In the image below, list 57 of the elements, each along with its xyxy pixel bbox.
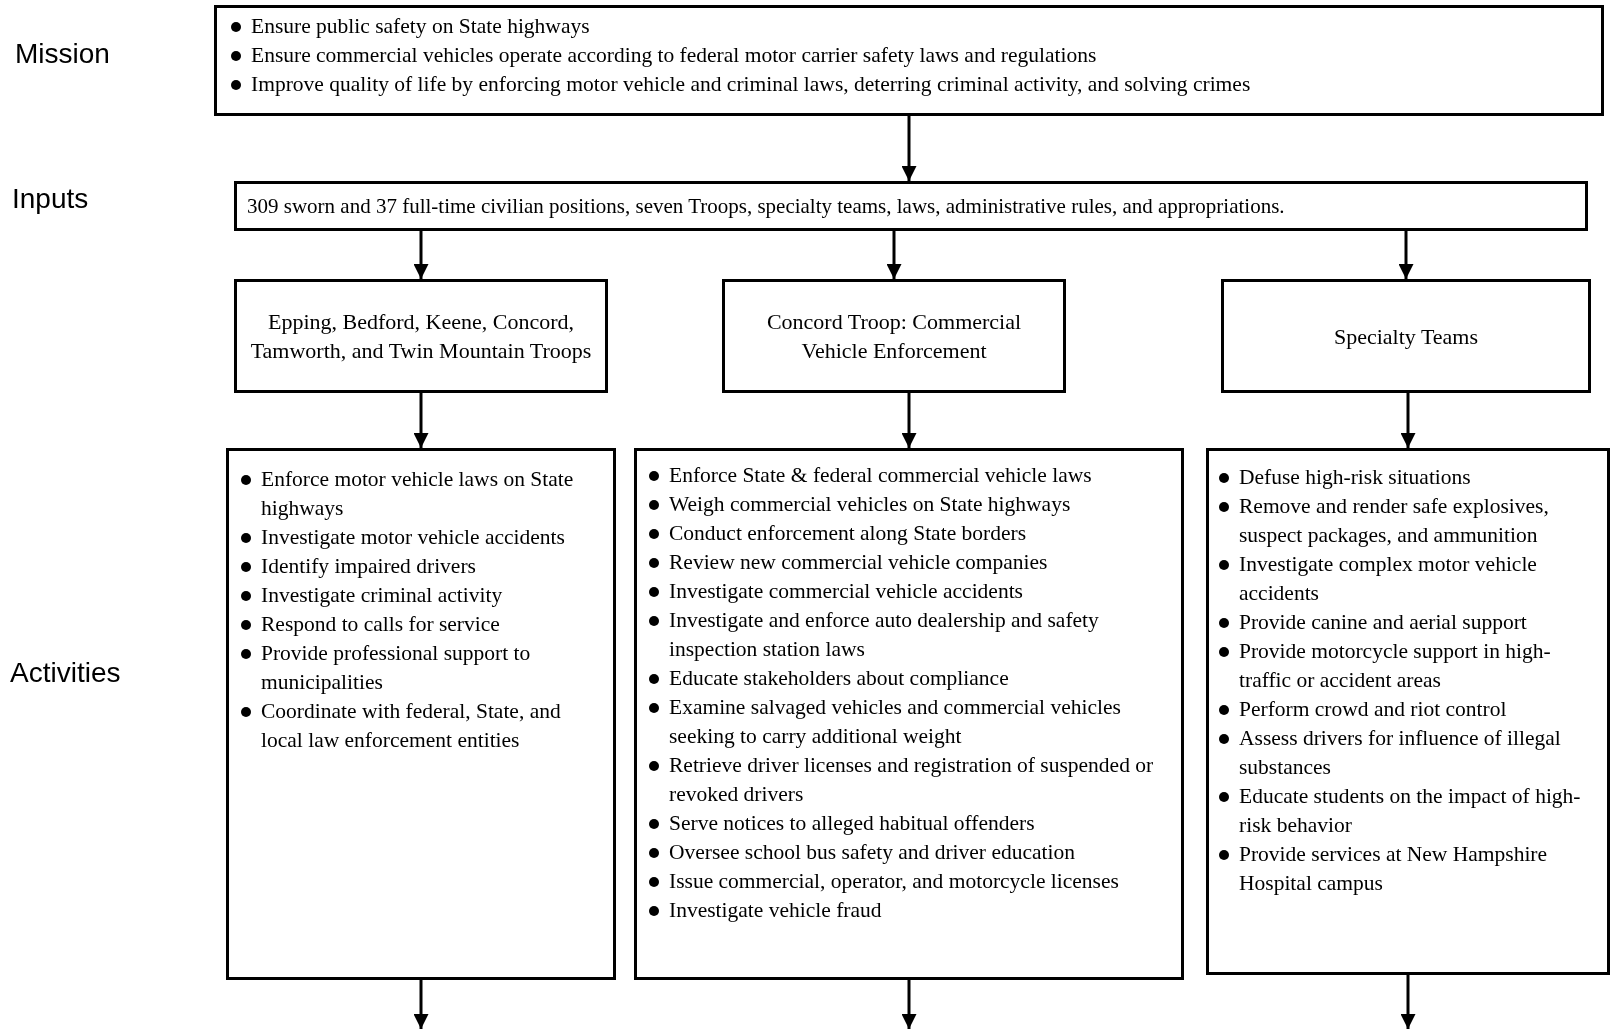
bullet-text: Assess drivers for influence of illegal substances	[1239, 726, 1561, 779]
arrow	[901, 393, 917, 448]
arrow	[1398, 231, 1414, 279]
node-text: 309 sworn and 37 full-time civilian positions, seven Troops, specialty teams, laws, administrative rules, and appropriations.	[247, 193, 1285, 219]
row-label: Inputs	[12, 183, 89, 215]
bullet-text: Investigate vehicle fraud	[669, 898, 882, 922]
arrow	[1400, 393, 1416, 448]
list-box	[634, 448, 1184, 980]
list-box	[214, 5, 1604, 116]
bullet-text: Improve quality of life by enforcing motor vehicle and criminal laws, deterring criminal activity, and solving crimes	[251, 72, 1251, 96]
bullet-text: Investigate complex motor vehicle accidents	[1239, 552, 1537, 605]
bullet-text: Examine salvaged vehicles and commercial vehicles seeking to carry additional weight	[669, 695, 1121, 748]
bullet-text: Conduct enforcement along State borders	[669, 521, 1027, 545]
bullet-text: Provide motorcycle support in high-traffic or accident areas	[1239, 639, 1551, 692]
bullet-text: Retrieve driver licenses and registration of suspended or revoked drivers	[669, 753, 1154, 806]
bullet-text: Provide professional support to municipalities	[261, 641, 531, 694]
node-text: Concord Troop: Commercial Vehicle Enforcement	[765, 308, 1023, 365]
bullet-text: Oversee school bus safety and driver education	[669, 840, 1075, 864]
process-box	[234, 279, 608, 393]
arrow	[413, 231, 429, 279]
bullet-text: Respond to calls for service	[261, 612, 500, 636]
bullet-text: Investigate commercial vehicle accidents	[669, 579, 1023, 603]
bullet-text: Coordinate with federal, State, and local law enforcement entities	[261, 699, 561, 752]
bullet-text: Ensure public safety on State highways	[251, 14, 590, 38]
process-box	[1221, 279, 1591, 393]
process-box	[234, 181, 1588, 231]
bullet-text: Defuse high-risk situations	[1239, 465, 1471, 489]
list-box	[1206, 448, 1610, 975]
arrow	[901, 980, 917, 1029]
bullet-text: Weigh commercial vehicles on State highways	[669, 492, 1071, 516]
bullet-text: Enforce State & federal commercial vehicle laws	[669, 463, 1092, 487]
bullet-text: Perform crowd and riot control	[1239, 697, 1507, 721]
bullet-text: Issue commercial, operator, and motorcycle licenses	[669, 869, 1119, 893]
bullet-text: Remove and render safe explosives, suspect packages, and ammunition	[1239, 494, 1549, 547]
bullet-text: Investigate criminal activity	[261, 583, 503, 607]
bullet-text: Enforce motor vehicle laws on State highways	[261, 467, 574, 520]
bullet-text: Identify impaired drivers	[261, 554, 476, 578]
arrow	[886, 231, 902, 279]
bullet-text: Investigate motor vehicle accidents	[261, 525, 565, 549]
arrow	[901, 116, 917, 181]
node-text: Specialty Teams	[1333, 322, 1479, 351]
bullet-text: Ensure commercial vehicles operate according to federal motor carrier safety laws and regulations	[251, 43, 1097, 67]
bullet-text: Educate students on the impact of high-risk behavior	[1239, 784, 1581, 837]
bullet-text: Educate stakeholders about compliance	[669, 666, 1009, 690]
row-label: Mission	[15, 38, 110, 70]
row-label: Activities	[10, 657, 121, 689]
bullet-text: Provide services at New Hampshire Hospital campus	[1239, 842, 1548, 895]
bullet-text: Serve notices to alleged habitual offenders	[669, 811, 1035, 835]
node-text: Epping, Bedford, Keene, Concord, Tamworth, and Twin Mountain Troops	[249, 308, 593, 365]
bullet-text: Review new commercial vehicle companies	[669, 550, 1048, 574]
arrow	[413, 393, 429, 448]
process-box	[722, 279, 1066, 393]
bullet-text: Provide canine and aerial support	[1239, 610, 1527, 634]
arrow	[1400, 975, 1416, 1029]
list-box	[226, 448, 616, 980]
arrow	[413, 980, 429, 1029]
bullet-text: Investigate and enforce auto dealership and safety inspection station laws	[669, 608, 1099, 661]
